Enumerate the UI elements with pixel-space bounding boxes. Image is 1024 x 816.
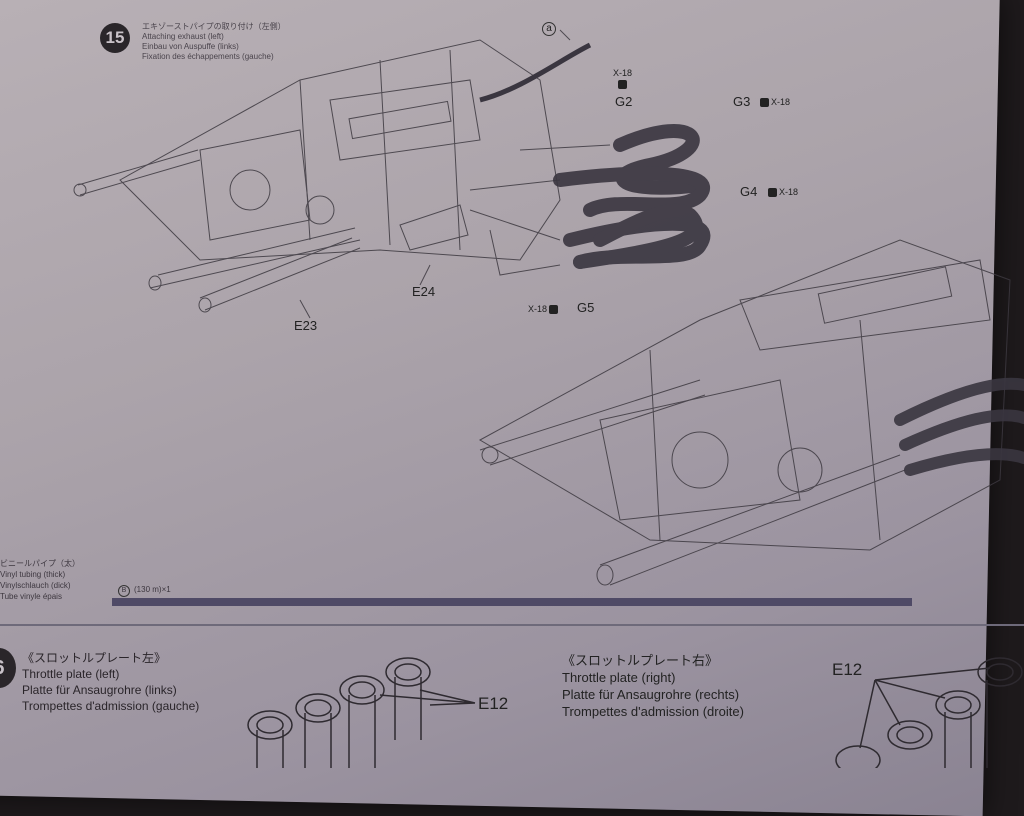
throttle-plate-diagram: [247, 657, 1023, 768]
part-badge-b: B: [118, 585, 130, 597]
screw-icon: [618, 80, 627, 89]
screw-icon: [760, 97, 769, 107]
vinyl-quantity: (130 m)×1: [134, 585, 171, 594]
tp-left-en: Throttle plate (left): [22, 667, 120, 681]
vinyl-count: B (130 m)×1: [118, 585, 171, 597]
screw-icon: [549, 304, 559, 314]
part-g4: G4: [740, 184, 758, 199]
throttle-plate-left-caption: 《スロットルプレート左》 Throttle plate (left) Platt…: [22, 650, 199, 714]
x18-label: X-18: [613, 68, 633, 78]
screw-x18-g5: X-18: [528, 304, 559, 314]
part-e23: E23: [294, 318, 318, 333]
screw-x18-top: X-18: [613, 68, 632, 89]
part-g5: G5: [577, 300, 595, 315]
step-divider-bar: [112, 598, 912, 606]
callout-a: a: [542, 22, 556, 36]
tp-right-fr: Trompettes d'admission (droite): [562, 704, 744, 719]
caption-de: Einbau von Auspuffe (links): [142, 42, 239, 51]
tp-right-en: Throttle plate (right): [562, 670, 676, 685]
step-caption: エキゾーストパイプの取り付け（左側） Attaching exhaust (le…: [142, 22, 286, 62]
x18-label: X-18: [771, 97, 791, 107]
vinyl-de: Vinylschlauch (dick): [0, 581, 71, 590]
vinyl-en: Vinyl tubing (thick): [0, 570, 66, 579]
tp-left-jp: 《スロットルプレート左》: [22, 651, 167, 665]
step-number-badge: 15: [100, 23, 130, 53]
x18-label: X-18: [779, 187, 799, 197]
tp-right-jp: 《スロットルプレート右》: [562, 653, 719, 668]
caption-jp: エキゾーストパイプの取り付け（左側）: [142, 22, 286, 31]
engine-diagram: [73, 29, 1024, 586]
caption-fr: Fixation des échappements (gauche): [142, 52, 274, 61]
throttle-plate-right-caption: 《スロットルプレート右》 Throttle plate (right) Plat…: [562, 652, 744, 720]
part-e24: E24: [412, 284, 436, 299]
part-g2: G2: [615, 94, 633, 109]
vinyl-fr: Tube vinyle épais: [0, 592, 62, 601]
vinyl-jp: ビニールパイプ（太）: [0, 559, 80, 568]
screw-x18-g4: X-18: [768, 187, 798, 197]
part-g3: G3: [733, 94, 751, 109]
x18-label: X-18: [528, 304, 548, 314]
tp-left-de: Platte für Ansaugrohre (links): [22, 683, 177, 697]
screw-icon: [768, 187, 777, 197]
tp-right-de: Platte für Ansaugrohre (rechts): [562, 687, 740, 702]
part-e12-left: E12: [478, 694, 509, 713]
step-number-badge-2: 6: [0, 648, 16, 688]
tp-left-fr: Trompettes d'admission (gauche): [22, 699, 200, 713]
caption-en: Attaching exhaust (left): [142, 32, 224, 41]
screw-x18-g3: X-18: [760, 97, 790, 107]
section-divider-line: [0, 624, 1024, 626]
vinyl-tubing-note: ビニールパイプ（太） Vinyl tubing (thick) Vinylsch…: [0, 558, 80, 602]
part-e12-right: E12: [832, 660, 863, 679]
